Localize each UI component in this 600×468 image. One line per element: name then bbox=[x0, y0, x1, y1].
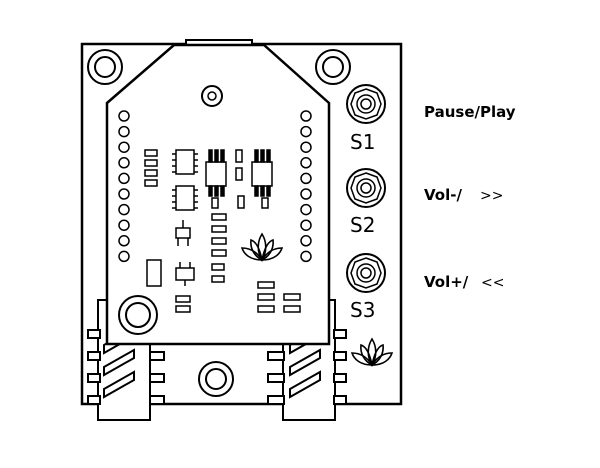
pin-hole bbox=[118, 219, 130, 231]
mounting-hole-bottom-center bbox=[198, 361, 234, 397]
pin-hole bbox=[118, 157, 130, 169]
pin-hole bbox=[118, 125, 130, 138]
button-s1-label: S1 bbox=[350, 130, 375, 154]
pin-hole bbox=[300, 125, 312, 138]
pin-hole bbox=[300, 203, 312, 216]
lotus-logo-module bbox=[240, 232, 284, 262]
pin-hole bbox=[118, 141, 130, 153]
pin-hole bbox=[300, 250, 312, 263]
pin-hole bbox=[118, 188, 130, 200]
pin-header-left bbox=[118, 110, 130, 263]
function-arrows-s2: >> bbox=[480, 188, 503, 204]
pin-hole bbox=[118, 172, 130, 185]
pin-hole bbox=[300, 235, 312, 247]
pin-header-right bbox=[300, 110, 312, 263]
pin-hole bbox=[300, 157, 312, 169]
pin-hole bbox=[300, 172, 312, 185]
button-s1: S1 bbox=[346, 84, 386, 154]
pin-hole bbox=[300, 219, 312, 231]
pin-hole bbox=[300, 141, 312, 153]
lotus-logo-board bbox=[350, 337, 394, 367]
button-s2: S2 bbox=[346, 168, 386, 237]
button-s3: S3 bbox=[346, 253, 386, 322]
button-s2-label: S2 bbox=[350, 213, 375, 237]
pin-hole bbox=[118, 235, 130, 247]
mounting-hole-top-right bbox=[315, 49, 351, 85]
module-top-hole bbox=[201, 85, 223, 107]
function-label-s3: Vol+/ bbox=[424, 273, 469, 291]
pin-hole bbox=[118, 250, 130, 263]
pin-hole bbox=[300, 110, 312, 122]
function-arrows-s3: << bbox=[481, 275, 504, 291]
function-label-s2: Vol-/ bbox=[424, 186, 462, 204]
pin-hole bbox=[118, 203, 130, 216]
module-bottom-hole bbox=[118, 295, 158, 335]
mounting-hole-top-left bbox=[87, 49, 123, 85]
button-s3-label: S3 bbox=[350, 298, 375, 322]
function-label-s1: Pause/Play bbox=[424, 103, 516, 121]
module-components bbox=[144, 149, 301, 313]
pin-hole bbox=[118, 110, 130, 122]
pin-hole bbox=[300, 188, 312, 200]
